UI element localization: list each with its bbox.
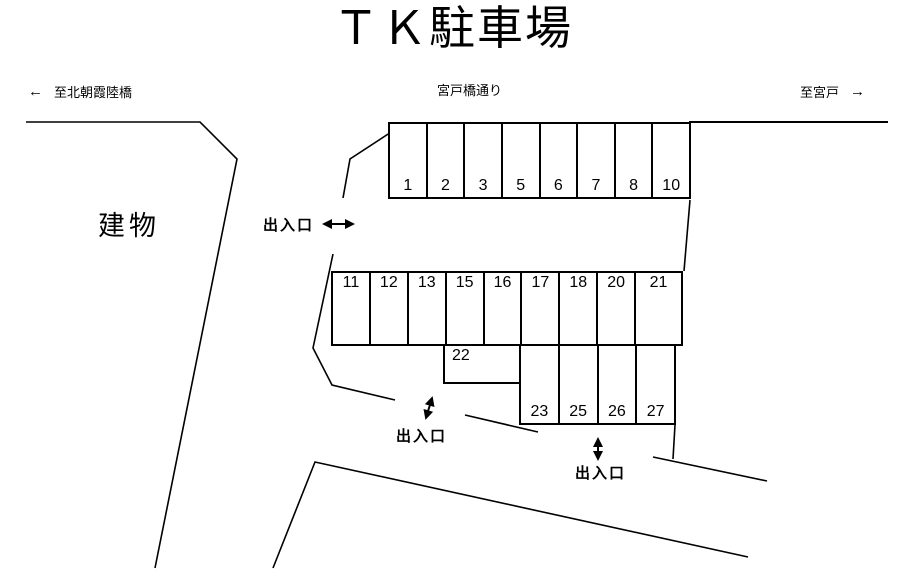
stall-number: 25: [569, 403, 588, 420]
right-arrow-icon: →: [850, 83, 866, 100]
stall-number: 3: [478, 177, 488, 194]
stall-number: 27: [646, 403, 665, 420]
parking-stall: 26: [599, 346, 638, 423]
curb-left-lower: [312, 253, 396, 401]
stall-number: 1: [403, 177, 413, 194]
street-name-label: 宮戸橋通り: [437, 80, 502, 99]
parking-stall: 5: [503, 124, 541, 197]
entrance-south1-arrow-icon: [423, 396, 435, 420]
street-label-east: 至宮戸 →: [800, 82, 865, 101]
parking-stall: 12: [371, 273, 409, 344]
entrance-label-south1: 出入口: [396, 428, 448, 445]
stall-number: 12: [379, 274, 398, 291]
right-boundary-upper-segment: [683, 199, 691, 272]
parking-stall: 17: [522, 273, 561, 344]
parking-stall: 16: [485, 273, 523, 344]
stall-number: 18: [569, 274, 588, 291]
page-title: ＴＫ駐車場: [333, 2, 573, 54]
stall-row-middle: 11 12 13 15 16 17 18 20 21: [331, 271, 683, 346]
street-label-east-text: 至宮戸: [800, 85, 840, 100]
stall-number: 16: [493, 274, 512, 291]
curb-right: [652, 456, 768, 482]
parking-stall: 2: [428, 124, 466, 197]
parking-stall: 3: [465, 124, 503, 197]
stall-number: 17: [531, 274, 550, 291]
parking-stall: 8: [616, 124, 654, 197]
stall-number: 8: [629, 177, 639, 194]
parking-stall: 18: [560, 273, 599, 344]
stall-number: 21: [649, 274, 668, 291]
parking-stall: 11: [333, 273, 371, 344]
bottom-road-edge: [272, 461, 749, 569]
right-boundary-lower-segment: [672, 424, 676, 460]
stall-number: 26: [607, 403, 626, 420]
curb-middle: [464, 414, 539, 433]
left-arrow-icon: ←: [28, 83, 43, 100]
stall-row-single: 22: [443, 344, 522, 384]
entrance-label-west: 出入口: [263, 217, 315, 234]
parking-stall: 20: [598, 273, 637, 344]
parking-stall: 25: [560, 346, 599, 423]
stall-number: 6: [553, 177, 563, 194]
stall-row-top: 1 2 3 5 6 7 8 10: [388, 122, 691, 199]
parking-stall: 27: [637, 346, 674, 423]
street-label-west-text: 至北朝霞陸橋: [54, 85, 133, 100]
building-label: 建物: [98, 211, 160, 241]
entrance-label-south2: 出入口: [575, 465, 627, 482]
street-name-text: 宮戸橋通り: [437, 83, 503, 98]
parking-stall: 21: [636, 273, 681, 344]
entrance-west-curb-upper: [342, 124, 403, 199]
stall-number: 5: [516, 177, 526, 194]
street-label-west: ← 至北朝霞陸橋: [28, 82, 132, 101]
stall-row-bottom: 23 25 26 27: [519, 344, 676, 425]
parking-stall: 15: [447, 273, 485, 344]
stall-number: 22: [452, 347, 470, 364]
stall-number: 7: [591, 177, 601, 194]
parking-stall: 10: [653, 124, 689, 197]
stall-number: 11: [342, 274, 360, 291]
parking-stall: 1: [390, 124, 428, 197]
parking-stall: 22: [445, 346, 520, 382]
stall-number: 10: [662, 177, 681, 194]
parking-stall: 7: [578, 124, 616, 197]
stall-number: 2: [440, 177, 450, 194]
parking-stall: 13: [409, 273, 447, 344]
parking-stall: 6: [541, 124, 579, 197]
stall-number: 20: [607, 274, 626, 291]
stall-number: 13: [417, 274, 436, 291]
stall-number: 15: [455, 274, 474, 291]
stall-number: 23: [530, 403, 549, 420]
building-outline: [26, 121, 238, 569]
parking-stall: 23: [521, 346, 560, 423]
